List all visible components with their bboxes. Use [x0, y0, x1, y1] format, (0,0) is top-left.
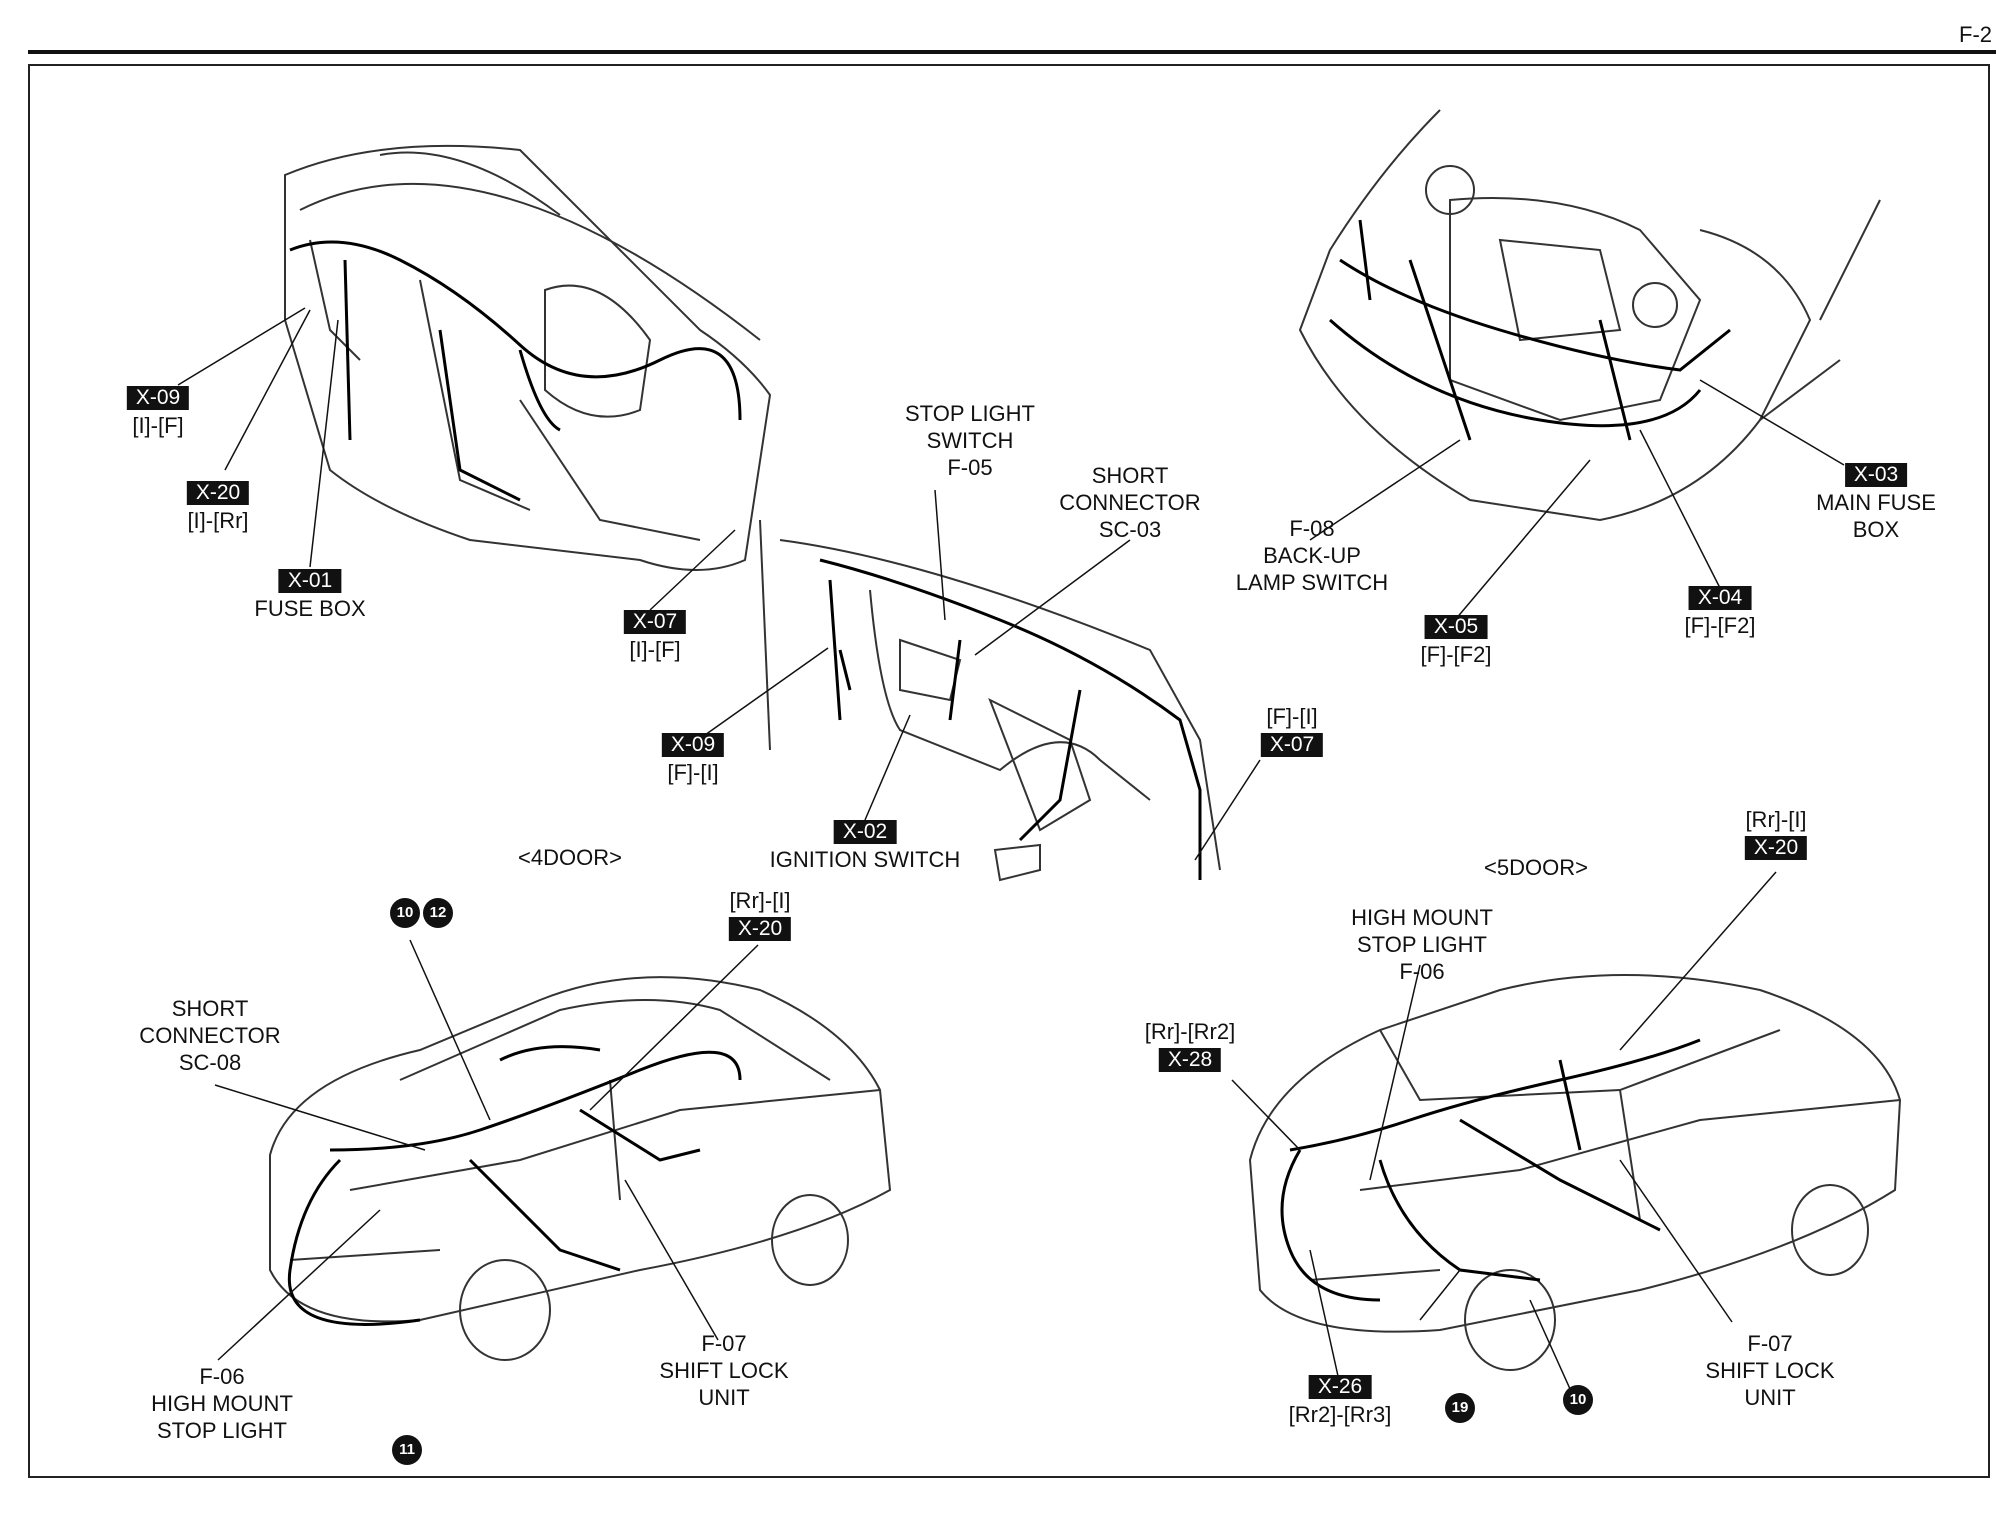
connector-code: X-26 — [1308, 1375, 1372, 1399]
page-number: F-2 — [1959, 22, 1992, 47]
label-line: LAMP SWITCH — [1235, 570, 1389, 595]
connector-desc: [I]-[F] — [132, 413, 184, 438]
connector-code: X-09 — [126, 386, 190, 410]
connector-desc: [F]-[F2] — [1420, 642, 1492, 667]
label-short-connector-sc08: SHORT CONNECTOR SC-08 — [139, 995, 280, 1076]
label-line: MAIN FUSE — [1816, 490, 1936, 515]
label-stop-light-switch: STOP LIGHT SWITCH F-05 — [905, 400, 1035, 481]
label-line: F-05 — [947, 455, 993, 480]
ground-point-12-sedan: 12 — [423, 898, 453, 928]
label-line: UNIT — [698, 1385, 750, 1410]
label-x09-floor: X-09 [F]-[I] — [661, 730, 725, 786]
connector-code: X-09 — [661, 733, 725, 757]
label-line: CONNECTOR — [139, 1023, 281, 1048]
connector-code: X-07 — [1260, 733, 1324, 757]
label-x26-hatch: X-26 [Rr2]-[Rr3] — [1288, 1372, 1392, 1428]
label-line: F-08 — [1289, 516, 1335, 541]
label-x04-engine: X-04 [F]-[F2] — [1684, 583, 1756, 639]
variant-4door: <4DOOR> — [518, 845, 622, 870]
label-x20-sedan: [Rr]-[I] X-20 — [728, 887, 792, 943]
connector-desc: [F]-[F2] — [1684, 613, 1756, 638]
hatchback-drawing — [1248, 974, 1902, 1371]
connector-desc: [Rr]-[I] — [729, 888, 791, 913]
label-x20-dash: X-20 [I]-[Rr] — [186, 478, 250, 534]
label-line: STOP LIGHT — [156, 1418, 288, 1443]
label-line: F-06 — [1399, 959, 1445, 984]
connector-code: X-05 — [1424, 615, 1488, 639]
label-x03-main-fuse-box: X-03 MAIN FUSE BOX — [1816, 460, 1936, 543]
label-line: BOX — [1852, 517, 1900, 542]
dash-harness — [289, 240, 742, 502]
label-line: SHIFT LOCK — [1705, 1358, 1835, 1383]
label-line: SWITCH — [926, 428, 1014, 453]
label-f06-sedan: F-06 HIGH MOUNT STOP LIGHT — [151, 1363, 293, 1444]
label-line: BACK-UP — [1263, 543, 1361, 568]
engine-bay-drawing — [1298, 109, 1881, 522]
label-line: F-06 — [199, 1364, 245, 1389]
instrument-panel-drawing — [284, 144, 772, 571]
connector-code: X-07 — [623, 610, 687, 634]
ground-point-11-sedan: 11 — [392, 1435, 422, 1465]
label-line: SHORT — [1091, 463, 1169, 488]
label-line: UNIT — [1744, 1385, 1796, 1410]
label-short-connector-sc03: SHORT CONNECTOR SC-03 — [1059, 462, 1200, 543]
header-rule — [28, 50, 1996, 54]
label-line: HIGH MOUNT — [151, 1391, 293, 1416]
label-line: STOP LIGHT — [904, 401, 1036, 426]
label-line: SC-03 — [1098, 517, 1162, 542]
diagram-frame — [28, 64, 1990, 1478]
label-line: CONNECTOR — [1059, 490, 1201, 515]
ground-point-19-hatch: 19 — [1445, 1393, 1475, 1423]
connector-desc: [Rr]-[Rr2] — [1144, 1019, 1236, 1044]
ground-point-10-hatch: 10 — [1563, 1385, 1593, 1415]
label-f07-sedan: F-07 SHIFT LOCK UNIT — [659, 1330, 788, 1411]
label-x01-fuse-box: X-01 FUSE BOX — [254, 566, 366, 622]
connector-desc: [F]-[I] — [667, 760, 719, 785]
connector-desc: [Rr2]-[Rr3] — [1288, 1402, 1392, 1427]
connector-desc: IGNITION SWITCH — [769, 847, 961, 872]
label-line: SHIFT LOCK — [659, 1358, 789, 1383]
connector-code: X-01 — [278, 569, 342, 593]
label-f08-back-up-lamp-switch: F-08 BACK-UP LAMP SWITCH — [1236, 515, 1388, 596]
label-line: F-07 — [701, 1331, 747, 1356]
connector-desc: [I]-[F] — [629, 637, 681, 662]
ground-point-10-sedan: 10 — [390, 898, 420, 928]
label-x02-ignition-switch: X-02 IGNITION SWITCH — [769, 817, 961, 873]
label-x20-hatch: [Rr]-[I] X-20 — [1744, 806, 1808, 862]
sedan-drawing — [269, 976, 892, 1361]
label-line: F-07 — [1747, 1331, 1793, 1356]
connector-code: X-03 — [1844, 463, 1908, 487]
connector-code: X-04 — [1688, 586, 1752, 610]
floor-harness-drawing — [759, 519, 1221, 882]
connector-desc: [F]-[I] — [1266, 704, 1318, 729]
connector-desc: [I]-[Rr] — [187, 508, 249, 533]
label-x05-engine: X-05 [F]-[F2] — [1420, 612, 1492, 668]
connector-code: X-28 — [1158, 1048, 1222, 1072]
label-line: STOP LIGHT — [1356, 932, 1488, 957]
connector-code: X-20 — [1744, 836, 1808, 860]
label-x07-dash: X-07 [I]-[F] — [623, 607, 687, 663]
label-x07-floor: [F]-[I] X-07 — [1260, 703, 1324, 759]
leader-lines — [177, 307, 1845, 1401]
connector-code: X-02 — [833, 820, 897, 844]
label-line: SHORT — [171, 996, 249, 1021]
label-x28-hatch: [Rr]-[Rr2] X-28 — [1145, 1018, 1235, 1074]
label-f07-hatch: F-07 SHIFT LOCK UNIT — [1705, 1330, 1834, 1411]
label-line: HIGH MOUNT — [1351, 905, 1493, 930]
label-line: SC-08 — [178, 1050, 242, 1075]
connector-desc: [Rr]-[I] — [1745, 807, 1807, 832]
connector-code: X-20 — [186, 481, 250, 505]
label-f06-hatch: HIGH MOUNT STOP LIGHT F-06 — [1351, 904, 1493, 985]
variant-5door: <5DOOR> — [1484, 855, 1588, 880]
connector-desc: FUSE BOX — [254, 596, 366, 621]
label-x09-dash: X-09 [I]-[F] — [126, 383, 190, 439]
connector-code: X-20 — [728, 917, 792, 941]
